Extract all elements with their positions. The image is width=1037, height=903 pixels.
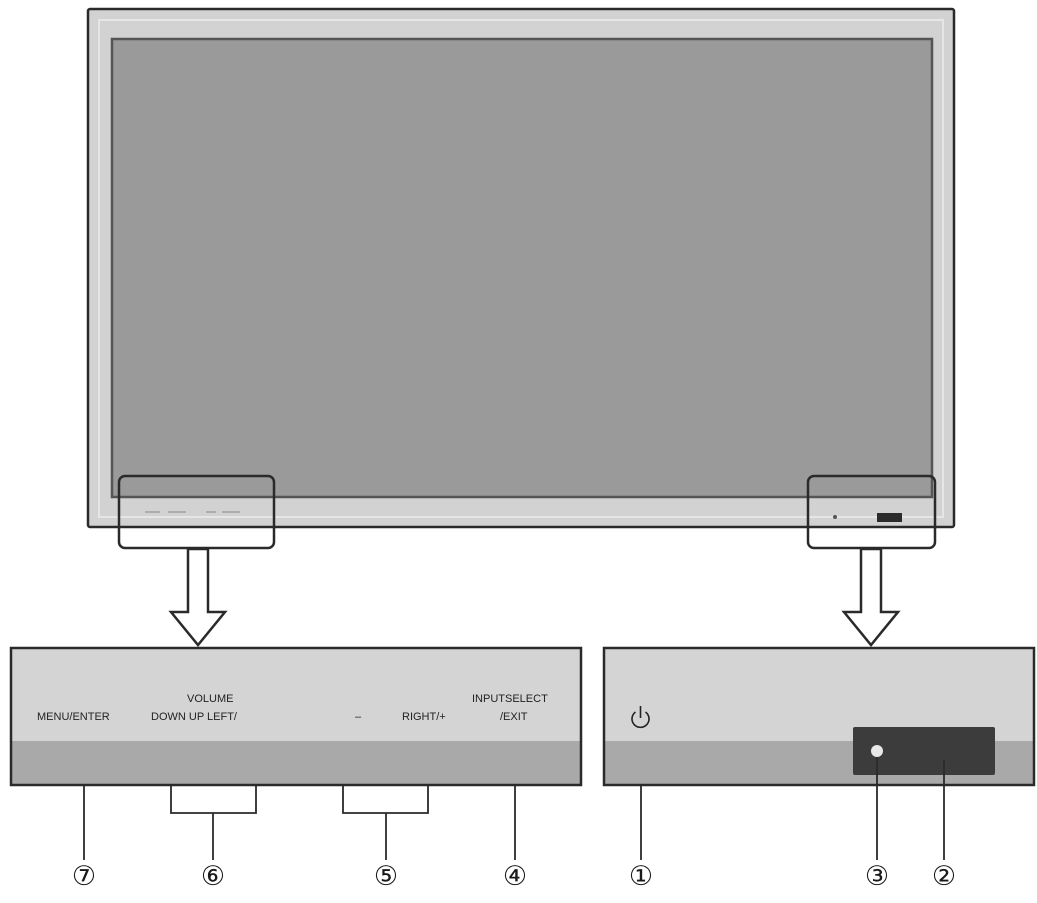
remote-sensor-window — [853, 727, 995, 775]
callout-4: ④ — [502, 861, 528, 892]
right-plus-label: RIGHT/+ — [402, 711, 446, 723]
right-control-panel — [602, 646, 1036, 787]
down-up-left-label: DOWN UP LEFT/ — [151, 711, 237, 723]
callout-6: ⑥ — [200, 861, 226, 892]
arrow-down-left — [168, 547, 228, 647]
callout-5: ⑤ — [373, 861, 399, 892]
minus-label: – — [355, 711, 362, 723]
bezel-inner-edge — [98, 19, 944, 518]
bezel-sensor-window — [877, 513, 902, 522]
volume-label: VOLUME — [187, 693, 234, 705]
power-indicator-led — [871, 745, 883, 757]
callout-3: ③ — [864, 861, 890, 892]
callout-7: ⑦ — [71, 861, 97, 892]
callout-1: ① — [628, 861, 654, 892]
exit-label: /EXIT — [500, 711, 528, 723]
screen — [110, 37, 934, 499]
callout-2: ② — [931, 861, 957, 892]
bezel-power-mark — [833, 515, 837, 519]
power-icon — [631, 706, 650, 729]
left-control-panel — [9, 646, 583, 787]
input-select-label: INPUTSELECT — [472, 693, 548, 705]
arrow-down-right — [841, 547, 901, 647]
leader-lines — [83, 757, 945, 860]
menu-enter-label: MENU/ENTER — [37, 711, 110, 723]
